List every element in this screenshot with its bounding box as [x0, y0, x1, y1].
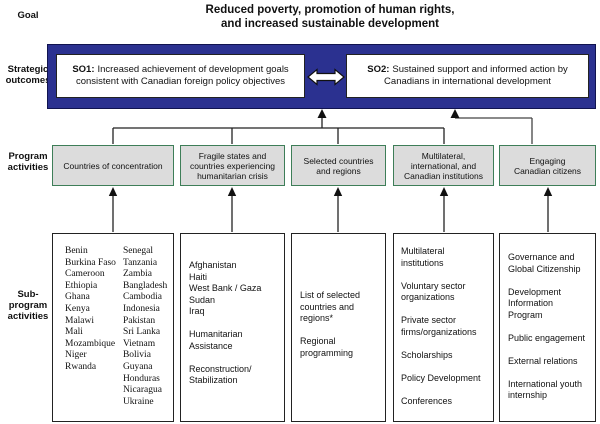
so1-text: SO1:Increased achievement of development… [65, 64, 296, 88]
program-activity-multilateral-institutions: Multilateral, international, and Canadia… [393, 145, 494, 186]
so1-box: SO1:Increased achievement of development… [56, 54, 305, 98]
so2-prefix: SO2: [367, 64, 390, 75]
program-activity-fragile-states: Fragile states and countries experiencin… [180, 145, 285, 186]
goal-label: Goal [17, 10, 39, 21]
country-list-column-2: Senegal Tanzania Zambia Bangladesh Cambo… [122, 246, 168, 407]
so1-body: Increased achievement of development goa… [75, 64, 289, 87]
double-arrow-icon [307, 68, 345, 86]
subprogram-fragile-states-box: Afghanistan Haiti West Bank / Gaza Sudan… [180, 233, 285, 422]
subprogram-multilateral-institutions-box: Multilateral institutions Voluntary sect… [393, 233, 494, 422]
program-activities-label: Program activities [7, 151, 49, 173]
subprogram-selected-countries-box: List of selected countries and regions* … [291, 233, 386, 422]
so2-body: Sustained support and informed action by… [384, 64, 568, 87]
country-list-column-1: Benin Burkina Faso Cameroon Ethiopia Gha… [65, 246, 116, 372]
program-activity-engaging-citizens: Engaging Canadian citizens [499, 145, 596, 186]
subprogram-activities-label: Sub- program activities [7, 289, 49, 322]
subprogram-engaging-citizens-box: Governance and Global Citizenship Develo… [499, 233, 596, 422]
so2-box: SO2:Sustained support and informed actio… [346, 54, 589, 98]
goal-title: Reduced poverty, promotion of human righ… [205, 4, 455, 30]
program-activity-selected-countries: Selected countries and regions [291, 145, 386, 186]
so2-text: SO2:Sustained support and informed actio… [355, 64, 580, 88]
strategic-outcomes-band: SO1:Increased achievement of development… [47, 44, 596, 109]
strategic-outcomes-label: Strategic outcomes [5, 64, 51, 86]
program-activity-countries-of-concentration: Countries of concentration [52, 145, 174, 186]
so1-prefix: SO1: [72, 64, 95, 75]
subprogram-countries-of-concentration-box: Benin Burkina Faso Cameroon Ethiopia Gha… [52, 233, 174, 422]
